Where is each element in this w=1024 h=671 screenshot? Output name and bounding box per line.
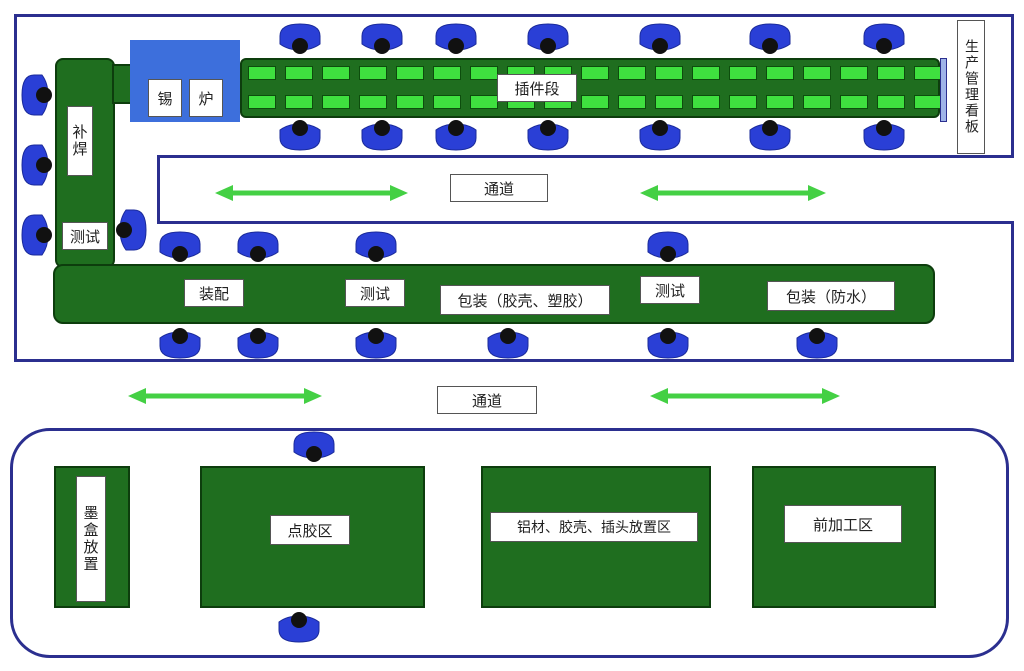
conveyor-cell <box>359 95 387 109</box>
conveyor-cell <box>840 95 868 109</box>
worker-icon <box>159 231 201 262</box>
conveyor-cell <box>655 66 683 80</box>
worker-icon <box>435 23 477 54</box>
conveyor-cell <box>618 95 646 109</box>
glue-area-label: 点胶区 <box>270 515 350 545</box>
worker-icon <box>279 23 321 54</box>
worker-icon <box>527 23 569 54</box>
double-arrow-icon <box>128 388 322 404</box>
worker-icon <box>237 328 279 359</box>
test-left-label: 测试 <box>62 222 108 250</box>
worker-icon <box>863 120 905 151</box>
conveyor-cell <box>359 66 387 80</box>
furnace-label-2: 炉 <box>189 79 223 117</box>
worker-icon <box>647 328 689 359</box>
worker-icon <box>639 120 681 151</box>
lower-frame <box>10 428 1009 658</box>
processing-area-label: 前加工区 <box>784 505 902 543</box>
conveyor-cell <box>285 66 313 80</box>
worker-icon <box>237 231 279 262</box>
conveyor-cell <box>396 66 424 80</box>
conveyor-cell <box>877 66 905 80</box>
worker-icon <box>639 23 681 54</box>
conveyor-cell <box>433 66 461 80</box>
pack-water-label: 包装（防水） <box>767 281 895 311</box>
worker-icon <box>355 231 397 262</box>
worker-icon <box>487 328 529 359</box>
conveyor-cell <box>470 95 498 109</box>
material-area-label: 铝材、胶壳、插头放置区 <box>490 512 698 542</box>
pack-glue-label: 包装（胶壳、塑胶） <box>440 285 610 315</box>
furnace-block <box>130 40 240 122</box>
conveyor-cell <box>248 66 276 80</box>
conveyor-cell <box>914 66 942 80</box>
conveyor-cell <box>877 95 905 109</box>
conveyor-cell <box>470 66 498 80</box>
double-arrow-icon <box>215 185 408 201</box>
conveyor-cell <box>803 95 831 109</box>
frame-top <box>14 14 1014 17</box>
conveyor-cell <box>729 95 757 109</box>
furnace-label-1: 锡 <box>148 79 182 117</box>
worker-icon <box>863 23 905 54</box>
worker-icon <box>749 23 791 54</box>
conveyor-cell <box>766 66 794 80</box>
conveyor-cell <box>803 66 831 80</box>
conveyor-cell <box>729 66 757 80</box>
conveyor-cell <box>655 95 683 109</box>
conveyor-cell <box>840 66 868 80</box>
frame-notch-top <box>157 155 1014 158</box>
conveyor-end-bar <box>940 58 947 122</box>
worker-icon <box>21 74 52 116</box>
frame-left <box>14 14 17 362</box>
aisle-mid-label: 通道 <box>437 386 537 414</box>
assembly-label: 装配 <box>184 279 244 307</box>
worker-icon <box>527 120 569 151</box>
frame-bottom <box>14 359 1014 362</box>
conveyor-cell <box>581 95 609 109</box>
worker-icon <box>21 144 52 186</box>
double-arrow-icon <box>650 388 840 404</box>
worker-icon <box>159 328 201 359</box>
worker-icon <box>749 120 791 151</box>
production-board: 生产管理看板 <box>957 20 985 154</box>
worker-icon <box>279 120 321 151</box>
double-arrow-icon <box>640 185 826 201</box>
conveyor-cell <box>914 95 942 109</box>
aisle-top-label: 通道 <box>450 174 548 202</box>
worker-icon <box>361 23 403 54</box>
conveyor-cell <box>322 95 350 109</box>
worker-icon <box>435 120 477 151</box>
conveyor-cell <box>766 95 794 109</box>
conveyor-cell <box>285 95 313 109</box>
frame-notch-bottom <box>157 221 1014 224</box>
frame-notch-left <box>157 155 160 223</box>
worker-icon <box>355 328 397 359</box>
ink-box-label: 墨盒放置 <box>76 476 106 602</box>
conveyor-cell <box>248 95 276 109</box>
conveyor-cell <box>396 95 424 109</box>
conveyor-cell <box>322 66 350 80</box>
solder-area-label: 插件段 <box>497 74 577 102</box>
conveyor-cell <box>581 66 609 80</box>
frame-right-lower <box>1011 222 1014 362</box>
worker-icon <box>796 328 838 359</box>
worker-icon <box>116 209 147 251</box>
conveyor-cell <box>618 66 646 80</box>
test-mid-label: 测试 <box>345 279 405 307</box>
conveyor-cell <box>692 66 720 80</box>
frame-right-upper <box>1011 14 1014 156</box>
worker-icon <box>361 120 403 151</box>
conveyor-cell <box>692 95 720 109</box>
patch-weld-label: 补焊 <box>67 106 93 176</box>
worker-icon <box>21 214 52 256</box>
worker-icon <box>647 231 689 262</box>
conveyor-cell <box>433 95 461 109</box>
test-right-label: 测试 <box>640 276 700 304</box>
